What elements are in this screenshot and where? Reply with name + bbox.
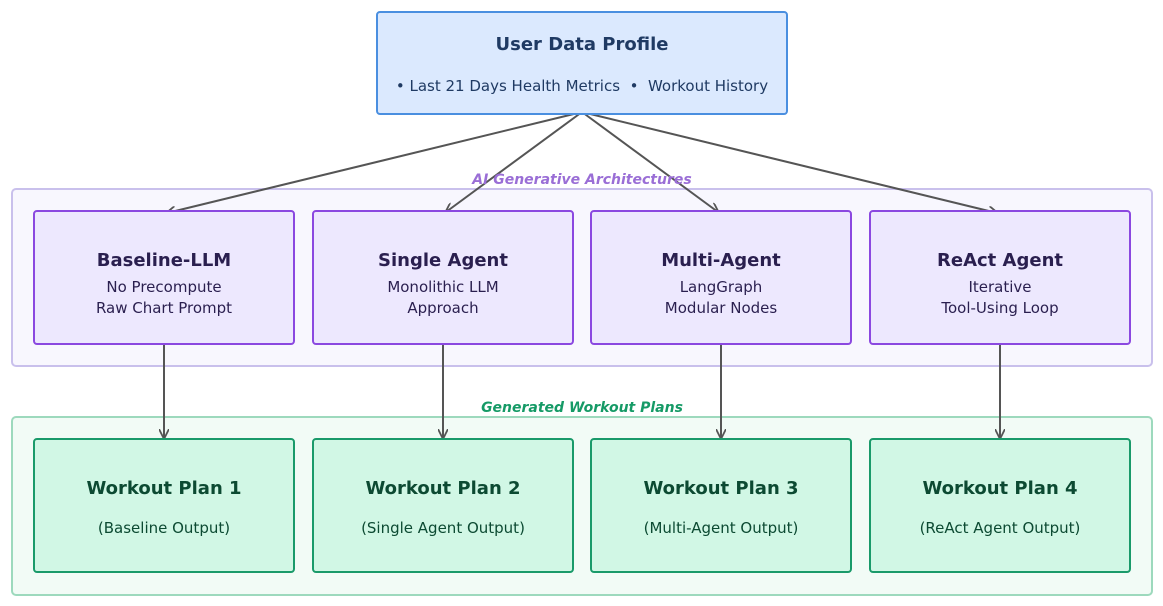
- architecture-title: Baseline-LLM: [96, 250, 232, 271]
- architecture-description-line: Iterative: [968, 278, 1032, 296]
- architecture-description-line: Monolithic LLM: [387, 278, 499, 296]
- workout-plan-box-4: Workout Plan 4 (ReAct Agent Output): [869, 438, 1131, 573]
- arrow-source-to-baseline: [167, 111, 583, 213]
- arrow-source-to-multi-agent: [581, 111, 718, 212]
- arrow-source-to-react-agent: [581, 111, 997, 213]
- workout-plan-title: Workout Plan 2: [365, 478, 521, 499]
- workout-plan-subtitle: (Multi-Agent Output): [643, 519, 799, 537]
- workout-plan-title: Workout Plan 4: [922, 478, 1078, 499]
- user-data-profile-subtitle: • Last 21 Days Health Metrics • Workout …: [395, 77, 769, 95]
- architecture-title: ReAct Agent: [937, 250, 1063, 271]
- architecture-title: Multi-Agent: [661, 250, 781, 271]
- workout-plan-title: Workout Plan 1: [86, 478, 242, 499]
- architecture-box-react-agent: ReAct Agent Iterative Tool-Using Loop: [869, 210, 1131, 345]
- architecture-description-line: Tool-Using Loop: [941, 299, 1059, 317]
- workout-plans-group-label: Generated Workout Plans: [481, 400, 683, 416]
- architecture-description-line: Modular Nodes: [664, 299, 778, 317]
- architecture-box-baseline-llm: Baseline-LLM No Precompute Raw Chart Pro…: [33, 210, 295, 345]
- architecture-description-line: No Precompute: [106, 278, 222, 296]
- workout-plan-box-3: Workout Plan 3 (Multi-Agent Output): [590, 438, 852, 573]
- workout-plan-subtitle: (Single Agent Output): [361, 519, 525, 537]
- architecture-description-line: Approach: [407, 299, 479, 317]
- workout-plan-title: Workout Plan 3: [643, 478, 799, 499]
- architecture-description-line: LangGraph: [679, 278, 763, 296]
- arrow-source-to-single-agent: [446, 111, 583, 212]
- architecture-box-single-agent: Single Agent Monolithic LLM Approach: [312, 210, 574, 345]
- user-data-profile-title: User Data Profile: [495, 34, 669, 55]
- architecture-description-line: Raw Chart Prompt: [95, 299, 233, 317]
- architectures-group-label: AI Generative Architectures: [472, 172, 692, 188]
- architecture-box-multi-agent: Multi-Agent LangGraph Modular Nodes: [590, 210, 852, 345]
- workout-plan-subtitle: (ReAct Agent Output): [919, 519, 1081, 537]
- architecture-title: Single Agent: [378, 250, 508, 271]
- workout-plan-box-1: Workout Plan 1 (Baseline Output): [33, 438, 295, 573]
- user-data-profile-box: [376, 11, 788, 115]
- workout-plan-subtitle: (Baseline Output): [97, 519, 231, 537]
- workout-plan-box-2: Workout Plan 2 (Single Agent Output): [312, 438, 574, 573]
